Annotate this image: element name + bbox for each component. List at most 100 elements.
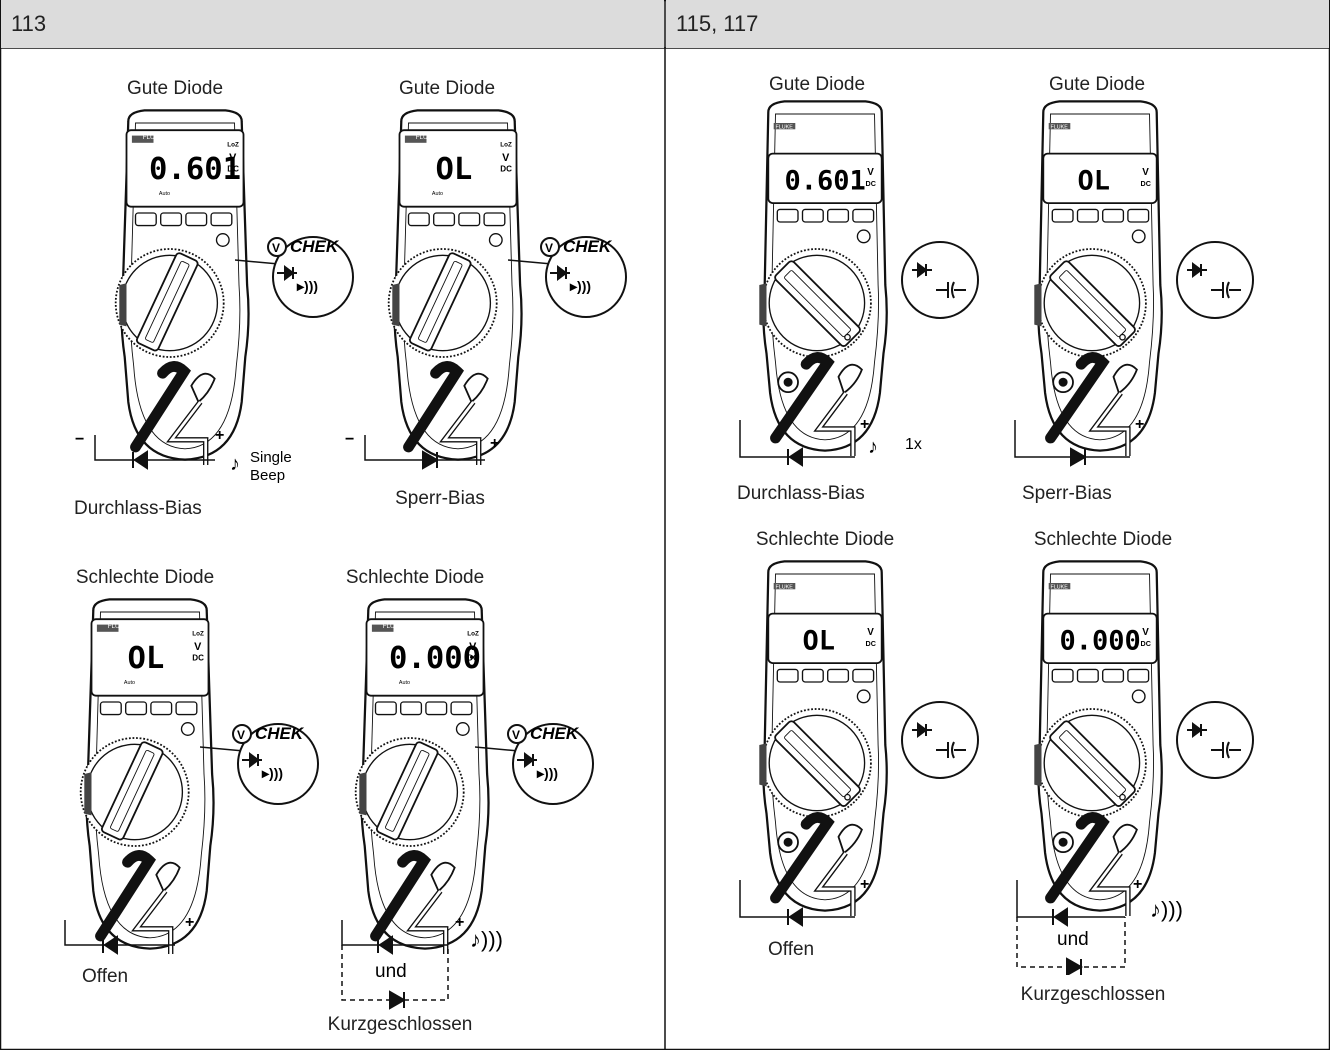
svg-text:+: +: [860, 876, 869, 893]
loz-text: LoZ: [500, 141, 512, 148]
capacitor-icon: [936, 281, 966, 299]
lcd-reading: OL: [436, 152, 473, 187]
brand-text: FLUKE: [776, 124, 794, 130]
v-icon: V: [512, 728, 520, 742]
multimeter-115-bad-open: FLUKE OL V DC: [730, 556, 920, 916]
unit-v: V: [229, 152, 237, 164]
circuit-115-reverse: +: [1014, 416, 1144, 467]
circuit-113-forward: + − ♪ Single Beep: [75, 430, 292, 484]
diode-icon: [277, 265, 297, 281]
diode-icon: [1187, 262, 1207, 278]
header-113-label: 113: [11, 11, 47, 36]
brand-text: FLUKE: [143, 134, 163, 141]
svg-text:+: +: [215, 430, 224, 444]
multimeter-115-good-forward: FLUKE 0.601 V DC: [730, 96, 920, 456]
panel-7-title: Schlechte Diode: [755, 529, 895, 550]
lcd-reading: 0.601: [149, 152, 241, 187]
diode-icon: [550, 265, 570, 281]
diode-cap-callout-5: [901, 241, 979, 319]
brand-text: FLUKE: [1051, 124, 1069, 130]
chek-label: CHEK: [563, 237, 613, 256]
panel-7-bias: Offen: [768, 939, 815, 960]
svg-text:+: +: [185, 915, 194, 931]
note-icon: ♪: [230, 453, 240, 475]
vchek-callout-4: V CHEK ▸))): [475, 723, 594, 805]
unit-v: V: [1142, 167, 1149, 178]
diode-cap-callout-7: [901, 701, 979, 779]
beeper-icon: ▸))): [536, 765, 558, 781]
beeper-icon: ▸))): [261, 765, 283, 781]
chek-label: CHEK: [290, 237, 340, 256]
v-icon: V: [272, 241, 280, 255]
unit-v: V: [1142, 627, 1149, 638]
loz-text: LoZ: [192, 630, 204, 637]
unit-dc: DC: [467, 654, 479, 663]
circuit-115-open: +: [739, 876, 869, 927]
panel-5-bias: Durchlass-Bias: [737, 483, 865, 504]
beep-icon: ♪))): [470, 927, 503, 952]
vchek-callout-1: V CHEK ▸))): [235, 236, 354, 318]
brand-text: FLUKE: [416, 134, 436, 141]
diode-icon: [1187, 722, 1207, 738]
capacitor-icon: [1211, 741, 1241, 759]
chek-label: CHEK: [530, 724, 580, 743]
lcd-reading: OL: [1078, 166, 1111, 197]
multimeter-115-bad-short: FLUKE 0.000 V DC: [1005, 556, 1195, 916]
und-text: und: [375, 961, 407, 982]
lcd-reading: OL: [803, 626, 836, 657]
panel-8-title: Schlechte Diode: [1033, 529, 1173, 550]
panel-8-bias: Kurzgeschlossen: [1020, 984, 1166, 1005]
unit-v: V: [502, 152, 510, 164]
auto-text: Auto: [399, 680, 410, 686]
unit-dc: DC: [866, 639, 876, 648]
capacitor-icon: [1211, 281, 1241, 299]
brand-text: FLUKE: [776, 584, 794, 590]
panel-3-bias: Offen: [82, 966, 129, 987]
circuit-115-forward: + ♪ 1x: [739, 416, 922, 467]
beep-count: 1x: [905, 436, 922, 453]
multimeter-113-bad-short: FLUKE LoZ 0.000 V DC Auto: [330, 594, 520, 954]
multimeter-113-good-forward: FLUKE LoZ 0.601 V DC Auto: [90, 105, 280, 465]
unit-dc: DC: [192, 654, 204, 663]
vchek-callout-3: V CHEK ▸))): [200, 723, 319, 805]
unit-v: V: [469, 641, 477, 653]
panel-4-title: Schlechte Diode: [345, 567, 485, 588]
loz-text: LoZ: [467, 630, 479, 637]
loz-text: LoZ: [227, 141, 239, 148]
und-text: und: [1057, 929, 1089, 950]
panel-6-bias: Sperr-Bias: [1022, 483, 1112, 504]
circuit-115-short: + ♪))) und: [1016, 876, 1183, 975]
diode-cap-callout-6: [1176, 241, 1254, 319]
auto-text: Auto: [159, 191, 170, 197]
auto-text: Auto: [432, 191, 443, 197]
panel-2-bias: Sperr-Bias: [395, 488, 485, 509]
unit-dc: DC: [1141, 179, 1151, 188]
circuit-113-short: + ♪))) und: [341, 915, 503, 1010]
unit-dc: DC: [227, 165, 239, 174]
svg-text:+: +: [1135, 416, 1144, 433]
unit-v: V: [194, 641, 202, 653]
beeper-icon: ▸))): [569, 278, 591, 294]
svg-text:−: −: [75, 431, 84, 448]
unit-v: V: [867, 627, 874, 638]
capacitor-icon: [936, 741, 966, 759]
panel-1-title: Gute Diode: [126, 78, 224, 99]
beep-icon: ♪))): [1150, 897, 1183, 922]
panel-3-title: Schlechte Diode: [75, 567, 215, 588]
beeper-icon: ▸))): [296, 278, 318, 294]
auto-text: Auto: [124, 680, 135, 686]
lcd-reading: 0.601: [785, 166, 866, 197]
multimeter-115-good-reverse: FLUKE OL V DC: [1005, 96, 1195, 456]
multimeter-113-good-reverse: FLUKE LoZ OL V DC Auto: [363, 105, 553, 465]
svg-text:+: +: [860, 416, 869, 433]
panel-5-title: Gute Diode: [768, 74, 866, 95]
panel-4-bias: Kurzgeschlossen: [327, 1014, 473, 1035]
panel-2-title: Gute Diode: [398, 78, 496, 99]
panel-6-title: Gute Diode: [1048, 74, 1146, 95]
chek-label: CHEK: [255, 724, 305, 743]
unit-dc: DC: [1141, 639, 1151, 648]
panel-1-bias: Durchlass-Bias: [74, 498, 202, 519]
brand-text: FLUKE: [108, 623, 128, 630]
unit-v: V: [867, 167, 874, 178]
